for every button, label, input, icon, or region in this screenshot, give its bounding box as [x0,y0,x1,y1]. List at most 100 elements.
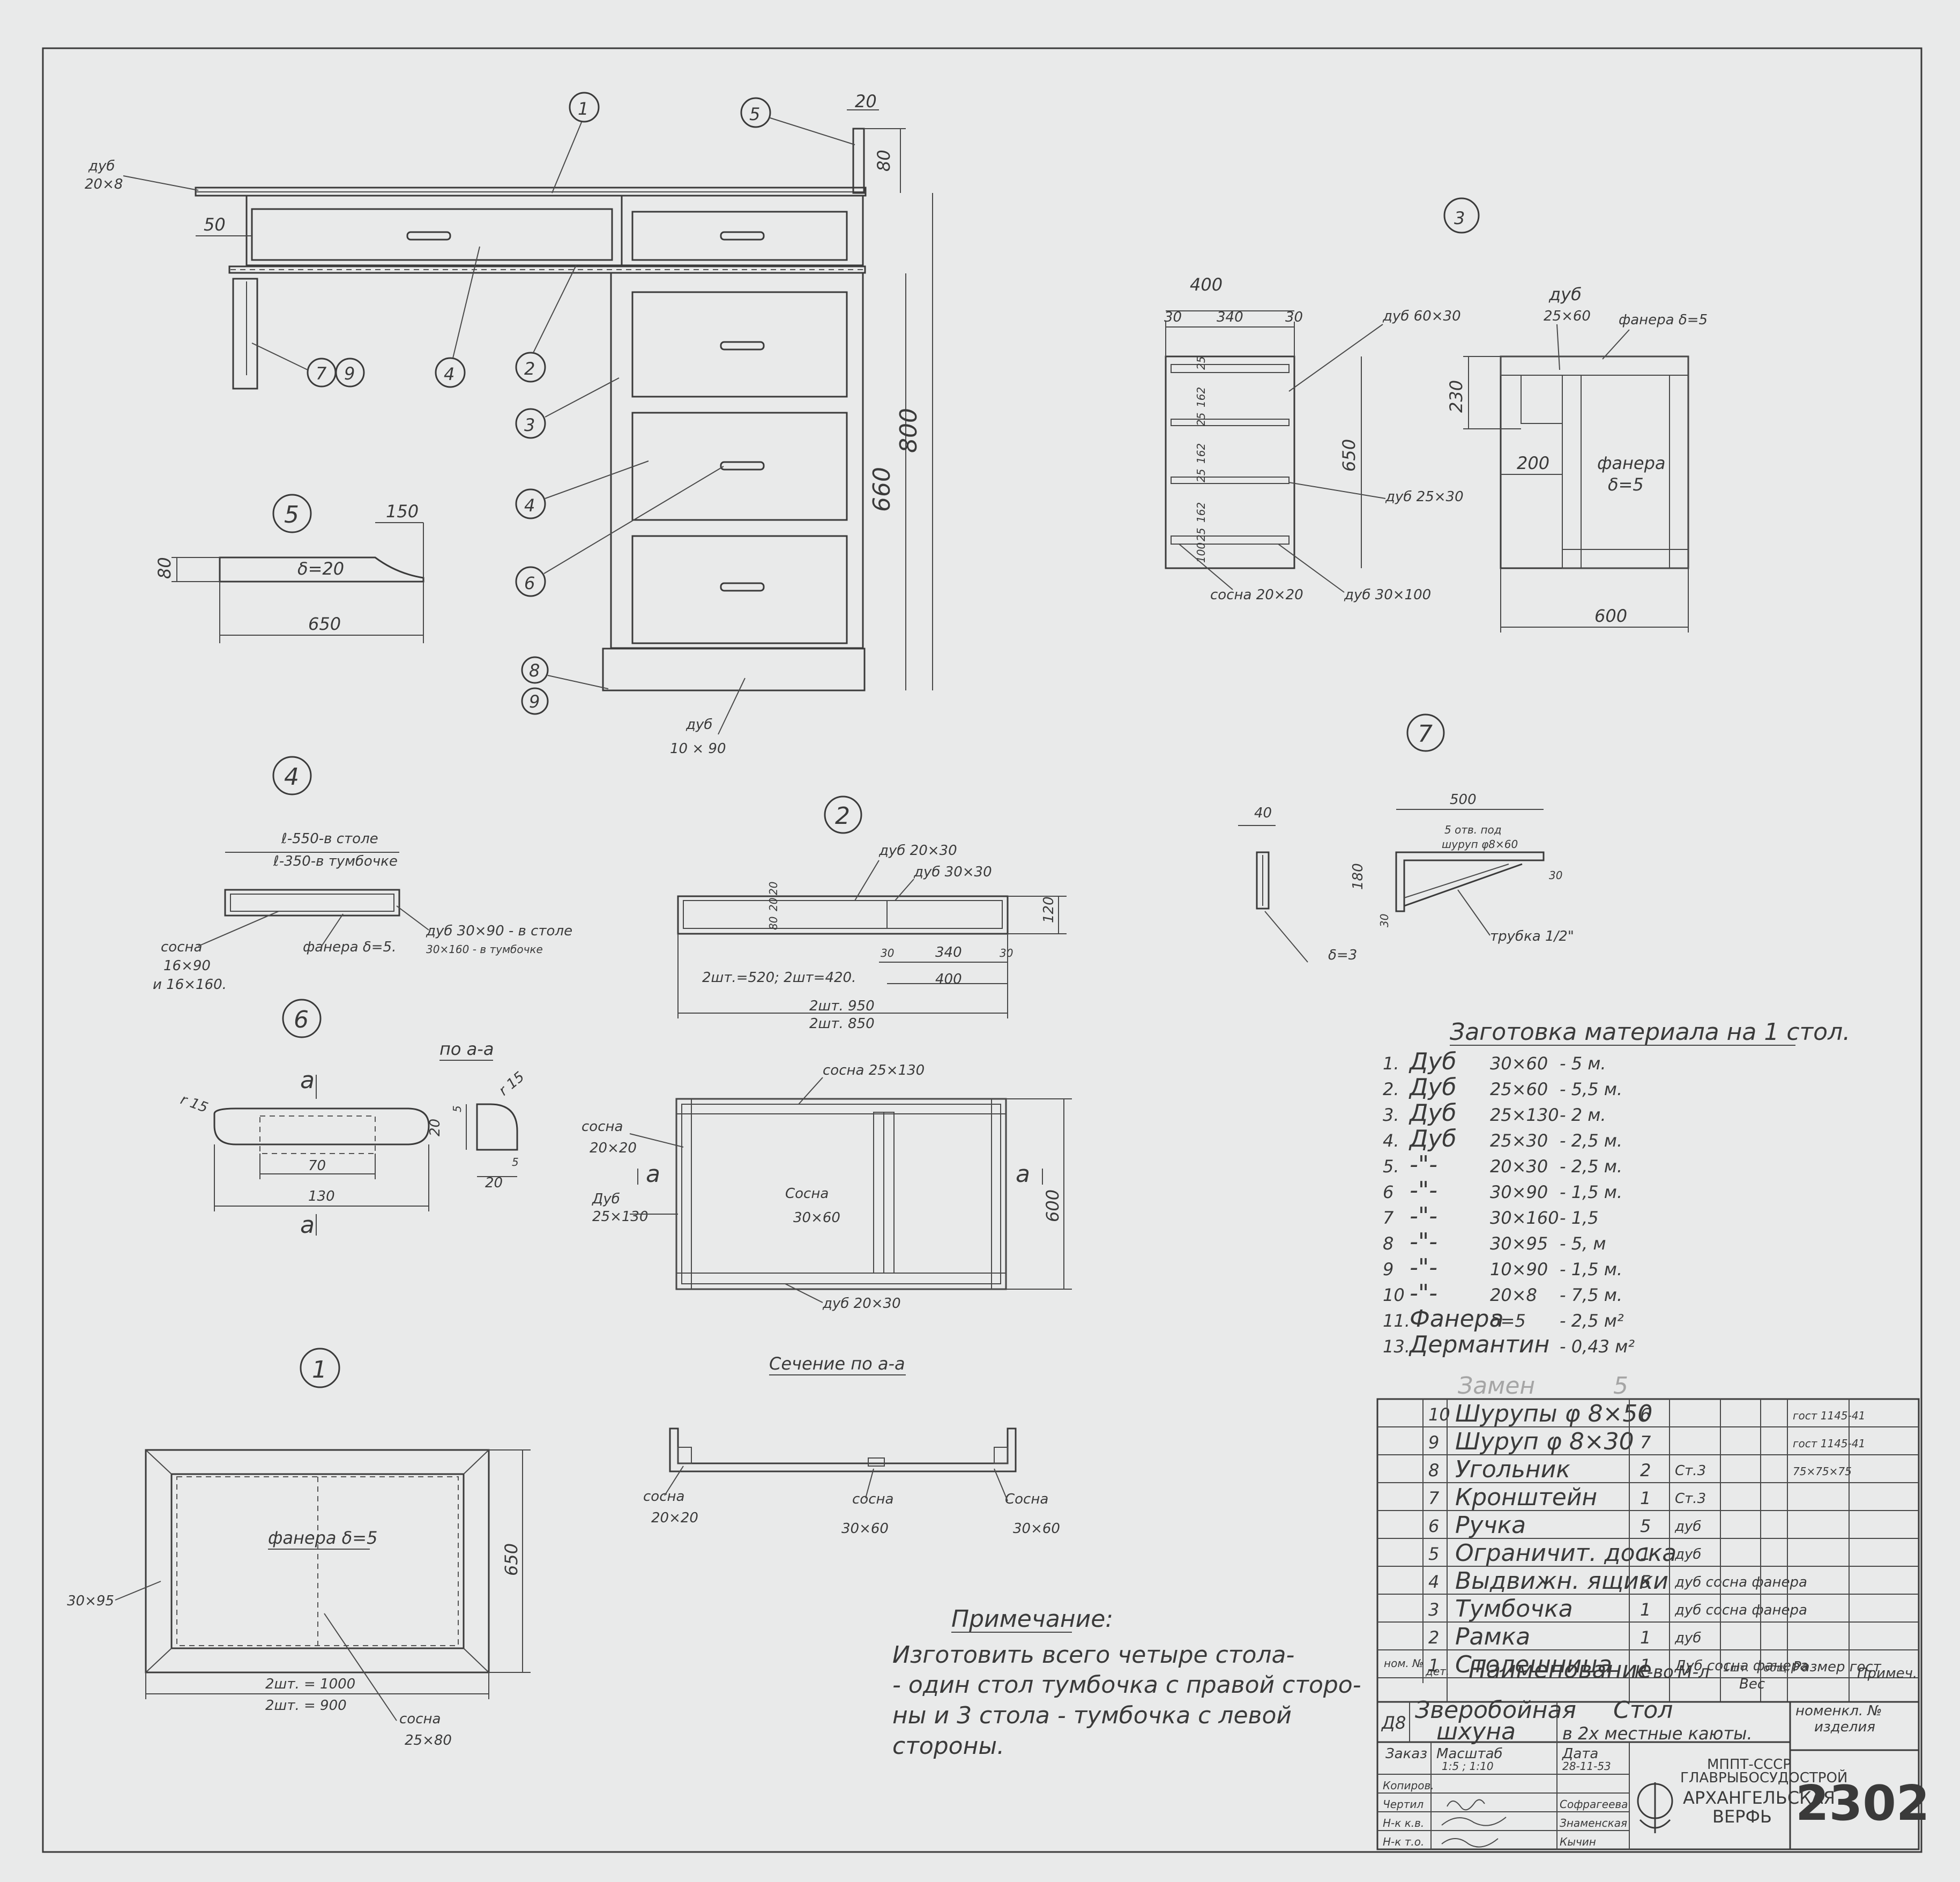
svg-text:Изготовить всего четыре стола-: Изготовить всего четыре стола- [892,1641,1294,1669]
svg-text:фанера δ=5: фанера δ=5 [268,1528,377,1548]
svg-text:дуб 60×30: дуб 60×30 [1382,308,1461,324]
svg-text:650: 650 [501,1543,521,1576]
svg-text:30: 30 [1164,309,1182,325]
svg-text:-"-: -"- [1410,1280,1437,1307]
svg-text:5: 5 [1640,1516,1651,1536]
svg-text:в 2х местные каюты.: в 2х местные каюты. [1562,1723,1753,1744]
svg-text:4: 4 [524,495,535,516]
svg-text:Дуб: Дуб [1408,1074,1457,1101]
svg-text:1: 1 [312,1356,327,1383]
svg-text:13.: 13. [1383,1336,1410,1357]
svg-text:340: 340 [1217,309,1243,325]
svg-text:30×60: 30×60 [841,1521,889,1537]
svg-text:- 2,5 м.: - 2,5 м. [1560,1156,1622,1177]
svg-text:30: 30 [1285,309,1303,325]
material-row: 6-"-30×90- 1,5 м. [1383,1177,1622,1204]
svg-text:30: 30 [1000,947,1013,959]
svg-text:сосна 25×130: сосна 25×130 [823,1062,925,1078]
svg-text:130: 130 [308,1188,335,1204]
svg-text:30×90: 30×90 [1490,1182,1548,1202]
svg-text:фанера δ=5: фанера δ=5 [1619,312,1708,328]
svg-text:7: 7 [1383,1208,1394,1228]
svg-text:дуб: дуб [1674,1630,1701,1646]
svg-text:- 2 м.: - 2 м. [1560,1105,1606,1125]
svg-text:25: 25 [1195,356,1208,370]
svg-text:Сосна: Сосна [1005,1491,1048,1507]
shipyard-logo [1637,1782,1673,1833]
svg-text:4: 4 [284,763,299,791]
view-4-drawer: 4 ℓ-550-в столе ℓ-350-в тумбочке сосна 1… [153,756,572,993]
materials-title: Заготовка материала на 1 стол. [1450,1018,1850,1046]
svg-text:a: a [300,1211,315,1239]
svg-text:30×160: 30×160 [1490,1208,1559,1228]
svg-text:25×130: 25×130 [1490,1105,1559,1125]
svg-text:20×20: 20×20 [590,1140,637,1156]
svg-text:230: 230 [1446,380,1466,413]
svg-text:30×60: 30×60 [1013,1521,1060,1537]
oak-strip-label: дуб [88,158,115,174]
svg-text:500: 500 [1450,792,1477,808]
svg-text:δ=5: δ=5 [1490,1311,1526,1331]
svg-text:- 1,5 м.: - 1,5 м. [1560,1259,1622,1280]
svg-text:6: 6 [1640,1404,1651,1425]
material-row: 9-"-10×90- 1,5 м. [1383,1254,1622,1281]
section-title: Сечение по a-a [769,1353,905,1374]
svg-text:- 0,43 м²: - 0,43 м² [1560,1336,1635,1357]
svg-text:30×95: 30×95 [1490,1233,1548,1254]
svg-text:Ст.3: Ст.3 [1675,1463,1706,1479]
svg-text:-"-: -"- [1410,1151,1437,1178]
svg-text:25: 25 [1195,413,1208,426]
svg-text:- 5,5 м.: - 5,5 м. [1560,1079,1622,1099]
svg-text:2: 2 [1640,1460,1651,1481]
svg-text:4: 4 [444,364,454,384]
svg-text:1: 1 [1640,1488,1651,1508]
svg-text:25×60: 25×60 [1544,308,1591,324]
svg-text:1: 1 [1640,1655,1651,1676]
svg-text:Угольник: Угольник [1455,1456,1570,1483]
drawing-number: 2302 [1795,1775,1930,1832]
material-row: 5.-"-20×30- 2,5 м. [1383,1151,1622,1178]
dim-50: 50 [204,214,226,235]
svg-text:-"-: -"- [1410,1228,1437,1255]
svg-text:10: 10 [1428,1404,1450,1425]
svg-text:20: 20 [767,898,780,911]
front-view: 800 660 80 20 50 дуб 20×8 дуб 10 × 90 [85,91,933,757]
svg-text:Дуб: Дуб [1408,1125,1457,1152]
svg-text:1: 1 [1640,1600,1651,1620]
svg-text:дуб 20×30: дуб 20×30 [878,843,957,859]
svg-text:5: 5 [749,104,760,124]
svg-text:- 1,5 м.: - 1,5 м. [1560,1182,1622,1202]
svg-text:дуб: дуб [1674,1519,1701,1535]
svg-text:70: 70 [308,1158,326,1174]
svg-text:Зверобойная: Зверобойная [1415,1697,1576,1724]
svg-text:Дуб: Дуб [592,1191,620,1207]
svg-text:a: a [300,1067,315,1094]
svg-text:дуб 30×90 - в столе: дуб 30×90 - в столе [426,923,572,939]
svg-text:2: 2 [1428,1627,1439,1648]
svg-text:ГЛАВРЫБОСУДОСТРОЙ: ГЛАВРЫБОСУДОСТРОЙ [1680,1769,1847,1786]
svg-text:сосна 20×20: сосна 20×20 [1210,587,1303,603]
svg-text:1.: 1. [1383,1053,1399,1074]
svg-text:5 отв. под: 5 отв. под [1444,823,1502,836]
view-5-limit-board: 5 δ=20 650 150 80 [154,494,424,643]
svg-text:120: 120 [1041,896,1057,923]
svg-text:5: 5 [512,1156,519,1169]
section-a-a: Сечение по a-a сосна 20×20 сосна 30×60 С… [643,1353,1060,1537]
svg-text:5: 5 [1613,1372,1628,1400]
svg-text:шуруп φ8×60: шуруп φ8×60 [1442,838,1518,851]
svg-text:75×75×75: 75×75×75 [1793,1465,1852,1478]
svg-text:25: 25 [1195,469,1208,482]
svg-text:шхуна: шхуна [1436,1718,1516,1745]
svg-text:Размер гост: Размер гост [1793,1659,1882,1675]
svg-text:3: 3 [524,415,535,435]
svg-text:- 2,5 м²: - 2,5 м² [1560,1311,1624,1331]
svg-text:340: 340 [935,944,962,961]
svg-text:Ограничит. доска: Ограничит. доска [1455,1539,1676,1567]
